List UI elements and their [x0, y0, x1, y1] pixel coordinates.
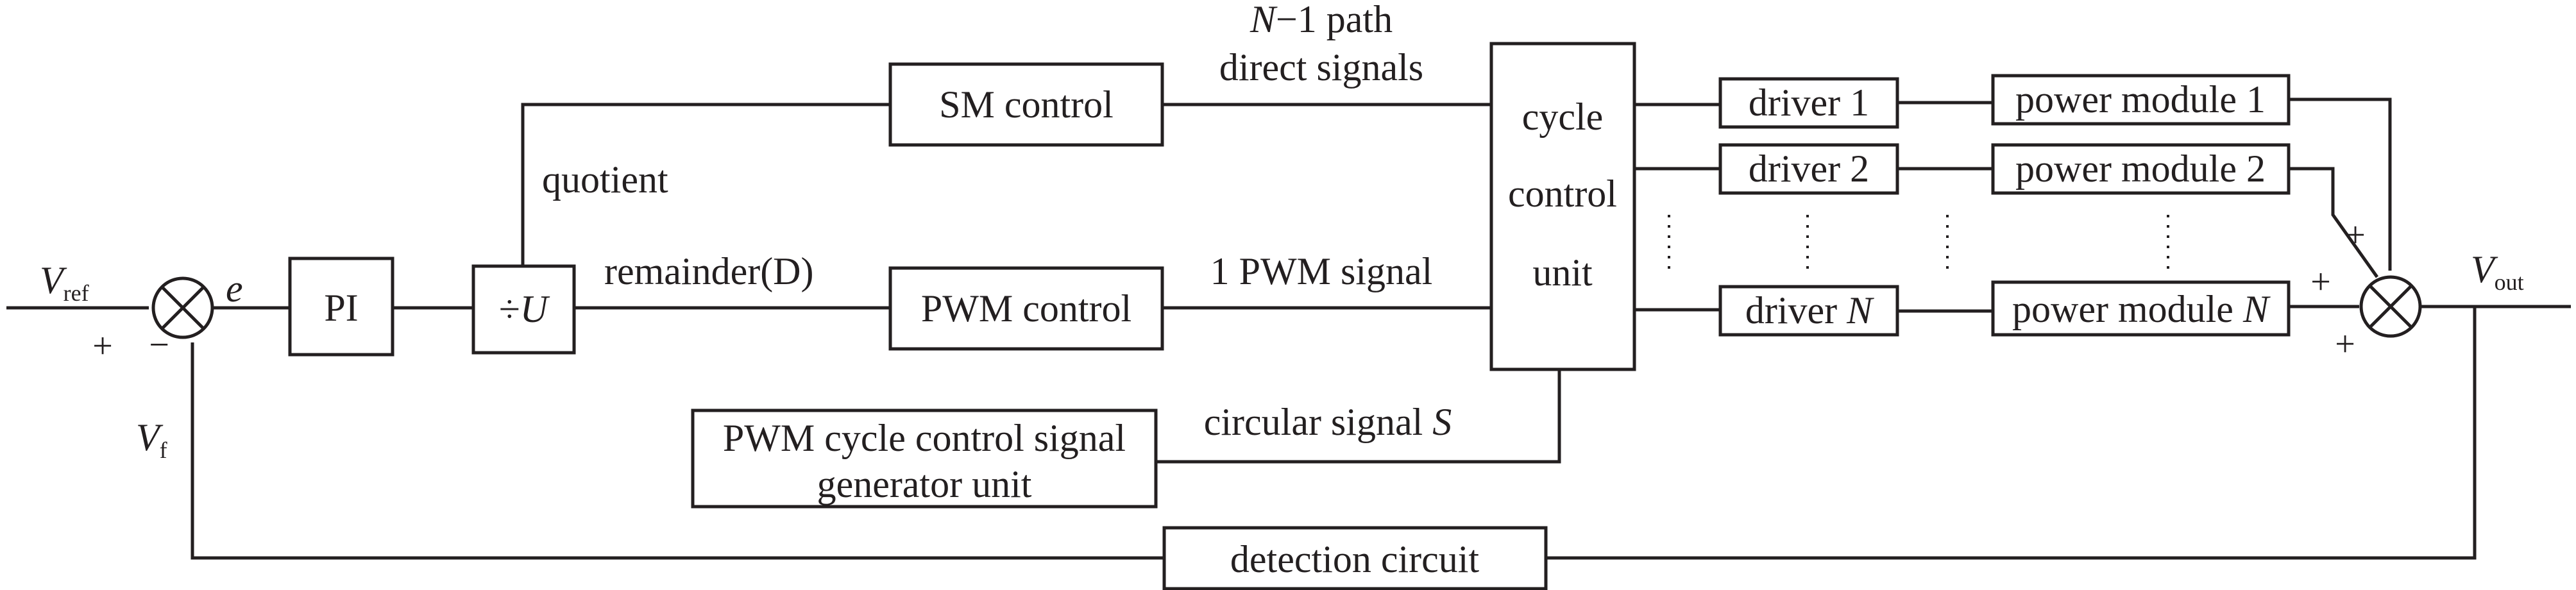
sm-control-block: SM control [888, 62, 1164, 147]
detection-circuit-block: detection circuit [1162, 526, 1548, 590]
power-module-1-block: power module 1 [1991, 74, 2291, 126]
power-module-2-block: power module 2 [1991, 143, 2291, 195]
cycle-control-unit-block: cycle control unit [1489, 42, 1636, 371]
signal-wires [6, 97, 2571, 560]
circular-signal-wire [1156, 371, 1561, 464]
driver-n-label: driver N [1745, 289, 1874, 332]
power-module-2-label: power module 2 [2015, 148, 2266, 190]
sum2-left-plus-sign: + [2310, 262, 2331, 302]
vref-label: Vref [40, 259, 89, 306]
driver-2-block: driver 2 [1718, 143, 1899, 195]
module1-to-sum-wire [2289, 97, 2392, 271]
power-module-n-block: power module N [1991, 280, 2291, 337]
generator-unit-block: PWM cycle control signal generator unit [691, 409, 1158, 509]
driver-2-label: driver 2 [1749, 148, 1869, 190]
pwm-control-block: PWM control [888, 266, 1164, 351]
driver-1-label: driver 1 [1749, 81, 1869, 124]
feedback-out-wire [1546, 307, 2477, 560]
ellipsis-dots [1668, 215, 2169, 269]
quotient-wire [521, 103, 889, 266]
direct-signals-label-line-2: direct signals [1219, 46, 1423, 88]
summing-junction-2 [2359, 275, 2422, 338]
cycle-control-line-2: control [1508, 173, 1617, 215]
sum1-plus-sign: + [92, 326, 113, 366]
circular-signal-label: circular signal S [1204, 401, 1452, 443]
sum2-bottom-plus-sign: + [2335, 324, 2355, 364]
power-module-1-label: power module 1 [2015, 78, 2266, 121]
driver-1-block: driver 1 [1718, 77, 1899, 129]
divider-block: ÷U [471, 264, 576, 355]
error-label: e [226, 267, 243, 310]
feedback-in-wire [191, 342, 1164, 560]
vf-label: Vf [136, 416, 167, 463]
power-module-n-label: power module N [2012, 288, 2271, 330]
module2-to-sum-wire [2289, 167, 2379, 278]
generator-line-1: PWM cycle control signal [723, 417, 1126, 459]
vout-label: Vout [2471, 248, 2524, 295]
summing-junction-1 [151, 276, 214, 339]
sum2-top-plus-sign: + [2345, 215, 2366, 255]
detection-label: detection circuit [1230, 538, 1479, 580]
pwm-signal-label: 1 PWM signal [1210, 250, 1433, 292]
divider-label: ÷U [499, 288, 550, 330]
pwm-control-label: PWM control [921, 287, 1131, 330]
driver-n-block: driver N [1718, 285, 1899, 337]
cycle-control-line-1: cycle [1522, 96, 1604, 138]
direct-signals-label-line-1: N−1 path [1250, 0, 1393, 40]
remainder-label: remainder(D) [604, 250, 813, 292]
generator-line-2: generator unit [817, 463, 1032, 505]
pi-label: PI [324, 287, 358, 329]
sum1-minus-sign: − [149, 325, 169, 365]
cycle-control-line-3: unit [1532, 251, 1593, 294]
quotient-label: quotient [542, 158, 668, 201]
sm-control-label: SM control [939, 83, 1114, 126]
pi-block: PI [288, 257, 394, 357]
